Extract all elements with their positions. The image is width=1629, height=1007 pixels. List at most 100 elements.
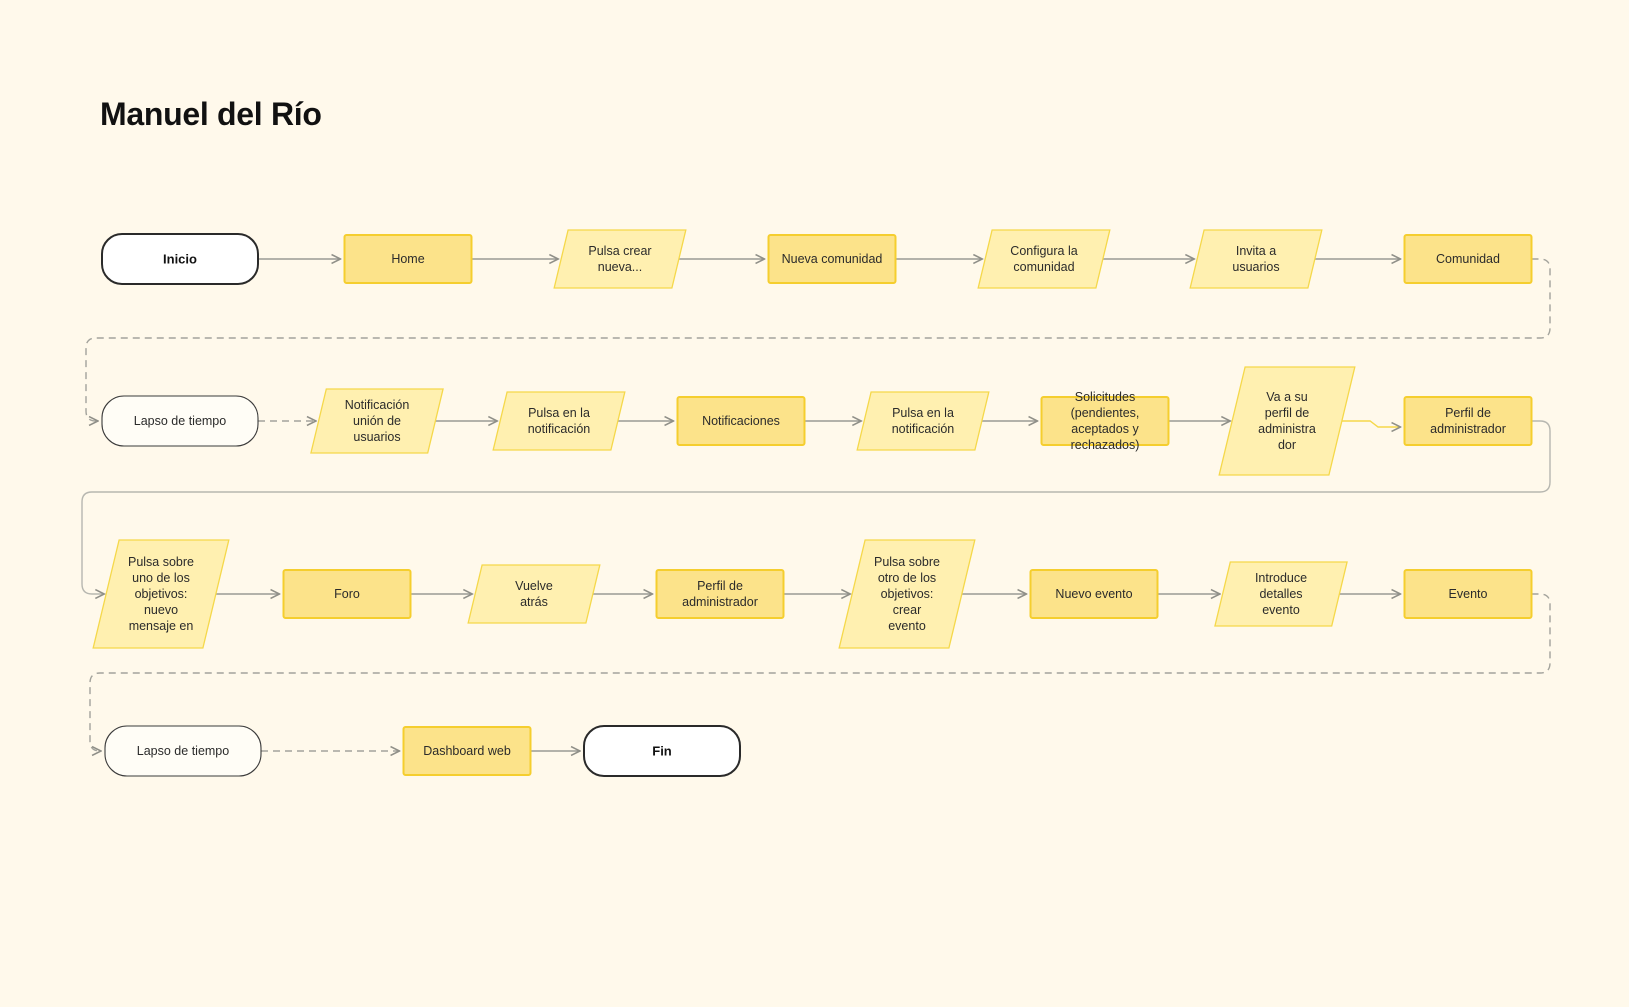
node-shape (101, 395, 259, 447)
node-shape (655, 569, 785, 619)
node-label: Home (391, 252, 424, 266)
node-shape (553, 229, 687, 289)
node-label: Nuevo evento (1055, 587, 1132, 601)
node-label: Dashboard web (423, 744, 511, 758)
node-label: atrás (520, 595, 548, 609)
node-label: uno de los (132, 571, 190, 585)
node-process-4: Nueva comunidad (767, 234, 897, 284)
node-shape (1403, 396, 1533, 446)
node-shape (838, 539, 976, 649)
node-label: Fin (652, 744, 672, 759)
node-label: Vuelve (515, 579, 553, 593)
node-shape (282, 569, 412, 619)
node-shape (1218, 366, 1356, 476)
node-shape (1189, 229, 1323, 289)
node-label: evento (1262, 603, 1300, 617)
node-label: Notificaciones (702, 414, 780, 428)
node-shape (92, 539, 230, 649)
page-title: Manuel del Río (100, 96, 322, 132)
node-label: administra (1258, 422, 1316, 436)
node-label: Foro (334, 587, 360, 601)
node-label: rechazados) (1071, 438, 1140, 452)
edges-layer (81, 258, 1551, 751)
node-shape (676, 396, 806, 446)
node-shape (402, 726, 532, 776)
node-label: nueva... (598, 260, 642, 274)
node-label: Va a su (1266, 390, 1308, 404)
node-label: mensaje en (129, 619, 194, 633)
node-delay-8: Lapso de tiempo (101, 395, 259, 447)
node-label: unión de (353, 414, 401, 428)
node-label: usuarios (353, 430, 400, 444)
node-label: nuevo (144, 603, 178, 617)
node-process-21: Nuevo evento (1029, 569, 1159, 619)
node-shape (310, 388, 444, 454)
node-io-3: Pulsa crear nueva... (553, 229, 687, 289)
node-label: otro de los (878, 571, 936, 585)
node-label: detalles (1259, 587, 1302, 601)
node-label: dor (1278, 438, 1296, 452)
node-io-16: Pulsa sobre uno de los objetivos: nuevo mens… (92, 539, 230, 649)
edge-23 (89, 593, 1551, 751)
node-label: Comunidad (1436, 252, 1500, 266)
node-shape (1040, 396, 1170, 446)
node-shape (467, 564, 601, 624)
node-shape (856, 391, 990, 451)
node-shape (977, 229, 1111, 289)
node-label: objetivos: (881, 587, 934, 601)
node-process-23: Evento (1403, 569, 1533, 619)
node-label: crear (893, 603, 921, 617)
node-process-7: Comunidad (1403, 234, 1533, 284)
node-label: Configura la (1010, 244, 1077, 258)
node-label: Pulsa sobre (874, 555, 940, 569)
node-shape (767, 234, 897, 284)
node-label: Pulsa sobre (128, 555, 194, 569)
node-label: administrador (682, 595, 758, 609)
node-process-13: Solicitudes(pendientes,aceptados yrechaz… (1040, 390, 1170, 452)
node-shape (1029, 569, 1159, 619)
node-label: aceptados y (1071, 422, 1139, 436)
node-delay-24: Lapso de tiempo (104, 725, 262, 777)
node-label: Notificación (345, 398, 410, 412)
node-label: Evento (1449, 587, 1488, 601)
node-process-11: Notificaciones (676, 396, 806, 446)
node-process-17: Foro (282, 569, 412, 619)
node-terminal-1: Inicio (101, 233, 259, 285)
node-io-14: Va a su perfil de administra dor (1218, 366, 1356, 476)
node-label: Pulsa crear (588, 244, 651, 258)
node-shape (343, 234, 473, 284)
node-shape (583, 725, 741, 777)
node-label: Lapso de tiempo (137, 744, 229, 758)
node-process-19: Perfil de administrador (655, 569, 785, 619)
node-label: Solicitudes (1075, 390, 1135, 404)
node-process-25: Dashboard web (402, 726, 532, 776)
edge-7 (85, 258, 1551, 421)
node-shape (1403, 234, 1533, 284)
node-label: Inicio (163, 252, 197, 267)
node-label: Lapso de tiempo (134, 414, 226, 428)
node-label: usuarios (1232, 260, 1279, 274)
node-label: administrador (1430, 422, 1506, 436)
node-process-2: Home (343, 234, 473, 284)
node-io-18: Vuelve atrás (467, 564, 601, 624)
node-label: Perfil de (1445, 406, 1491, 420)
node-label: Perfil de (697, 579, 743, 593)
node-label: Pulsa en la (528, 406, 590, 420)
node-shape (492, 391, 626, 451)
node-label: perfil de (1265, 406, 1310, 420)
node-label: evento (888, 619, 926, 633)
node-label: notificación (892, 422, 955, 436)
node-label: Nueva comunidad (782, 252, 883, 266)
node-shape (1403, 569, 1533, 619)
node-shape (104, 725, 262, 777)
node-shape (101, 233, 259, 285)
node-shape (1214, 561, 1348, 627)
node-label: objetivos: (135, 587, 188, 601)
node-io-9: Notificación unión de usuarios (310, 388, 444, 454)
